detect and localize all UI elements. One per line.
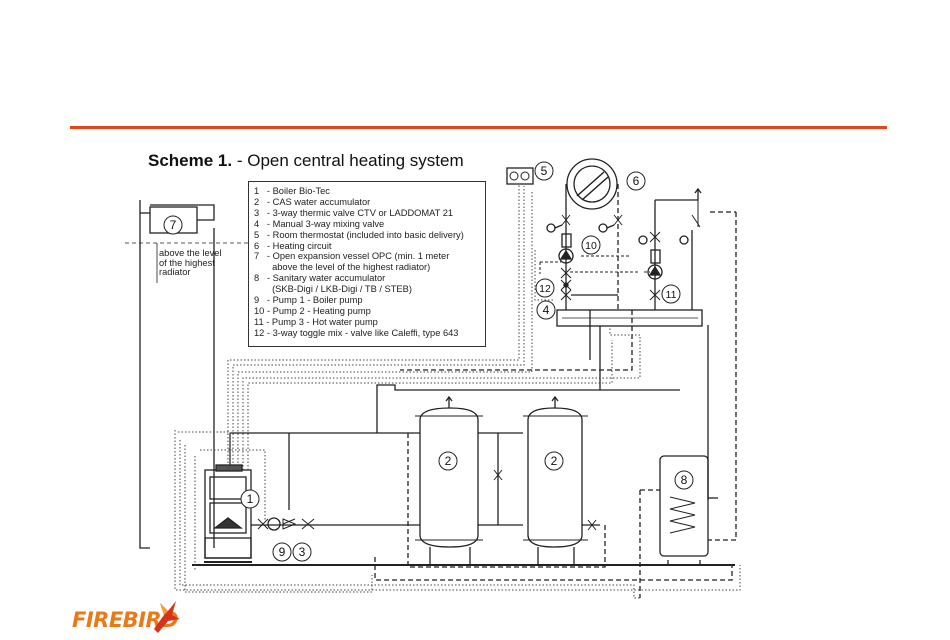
pump-9-symbol <box>267 517 281 531</box>
room-thermostat <box>506 167 534 185</box>
pump-10-symbol <box>558 248 574 264</box>
legend-row: 1 - Boiler Bio-Tec <box>254 186 330 196</box>
callout-9: 9 <box>272 542 292 562</box>
svg-text:7: 7 <box>170 218 177 232</box>
callout-4: 4 <box>536 300 556 320</box>
accumulator-left <box>419 407 479 548</box>
callout-2-right: 2 <box>544 451 564 471</box>
callout-2-left: 2 <box>438 451 458 471</box>
accumulator-link <box>478 432 523 526</box>
boiler-upper-door <box>209 476 247 500</box>
upper-distribution-pipe <box>376 384 680 433</box>
level-note: above the level of the highest radiator <box>159 248 222 278</box>
legend-row: 3 - 3-way thermic valve CTV or LADDOMAT … <box>254 207 454 218</box>
boiler-body <box>204 469 252 559</box>
floor-return-pipe <box>374 557 733 581</box>
callout-10: 10 <box>581 235 601 255</box>
expansion-top-pipe <box>150 204 215 221</box>
callout-5: 5 <box>534 161 554 181</box>
svg-text:4: 4 <box>543 303 550 317</box>
callout-11: 11 <box>661 284 681 304</box>
legend-row: 7 - Open expansion vessel OPC (min. 1 me… <box>254 251 450 262</box>
svg-text:11: 11 <box>666 289 677 301</box>
legend-row: (SKB-Digi / LKB-Digi / TB / STEB) <box>269 284 412 295</box>
svg-text:8: 8 <box>681 473 688 487</box>
distribution-manifold <box>556 309 703 327</box>
svg-text:12: 12 <box>539 283 551 295</box>
hot-water-dashed-link <box>400 310 633 371</box>
heating-coil <box>669 496 696 534</box>
sanitary-accumulator <box>659 455 709 557</box>
legend-row: above the level of the highest radiator) <box>269 262 431 273</box>
scheme-caption: - Open central heating system <box>232 151 464 170</box>
legend-row: 10 - Pump 2 - Heating pump <box>254 305 371 316</box>
legend-row: 5 - Room thermostat (included into basic… <box>254 229 464 240</box>
accumulator-dashed-loop <box>407 433 606 568</box>
svg-text:2: 2 <box>445 454 452 468</box>
legend-row: 12 - 3-way toggle mix - valve like Calef… <box>254 327 459 338</box>
callout-12: 12 <box>535 278 555 298</box>
hot-water-top-pipe <box>655 187 702 201</box>
svg-text:2: 2 <box>551 454 558 468</box>
scheme-number: Scheme 1. <box>148 151 233 170</box>
callout-6: 6 <box>626 171 646 191</box>
boiler-lower-door <box>209 502 247 534</box>
svg-text:10: 10 <box>585 240 597 252</box>
boiler-controller <box>215 464 243 472</box>
callout-7: 7 <box>163 215 183 235</box>
scheme-title: Scheme 1. - Open central heating system <box>148 151 464 171</box>
legend-row: 11 - Pump 3 - Hot water pump <box>254 316 378 327</box>
legend-row: 6 - Heating circuit <box>254 240 332 251</box>
svg-text:6: 6 <box>633 174 640 188</box>
callout-8: 8 <box>674 470 694 490</box>
legend-row: 2 - CAS water accumulator <box>254 196 371 207</box>
legend-row: 9 - Pump 1 - Boiler pump <box>254 295 363 306</box>
legend-row: 8 - Sanitary water accumulator <box>254 273 386 284</box>
svg-text:1: 1 <box>247 492 254 506</box>
accumulator-right <box>527 407 583 548</box>
heating-circuit-radiator <box>566 158 618 210</box>
check-valve-10 <box>561 233 572 248</box>
pump-11-symbol <box>647 264 663 280</box>
legend-row: 4 - Manual 3-way mixing valve <box>254 218 385 229</box>
svg-text:5: 5 <box>541 164 548 178</box>
header-rule <box>70 126 887 129</box>
thermostat-wire <box>227 184 520 470</box>
svg-text:3: 3 <box>299 545 306 559</box>
callout-1: 1 <box>240 489 260 509</box>
expansion-pipe-left <box>139 200 150 549</box>
firebird-bird-icon <box>154 601 180 633</box>
mixing-valve-4 <box>560 289 572 301</box>
callout-3: 3 <box>292 542 312 562</box>
legend-box: 1 - Boiler Bio-Tec 2 - CAS water accumul… <box>248 181 486 347</box>
hot-water-return-dashed <box>708 212 737 541</box>
boiler-flame <box>213 517 243 529</box>
svg-text:9: 9 <box>279 545 286 559</box>
